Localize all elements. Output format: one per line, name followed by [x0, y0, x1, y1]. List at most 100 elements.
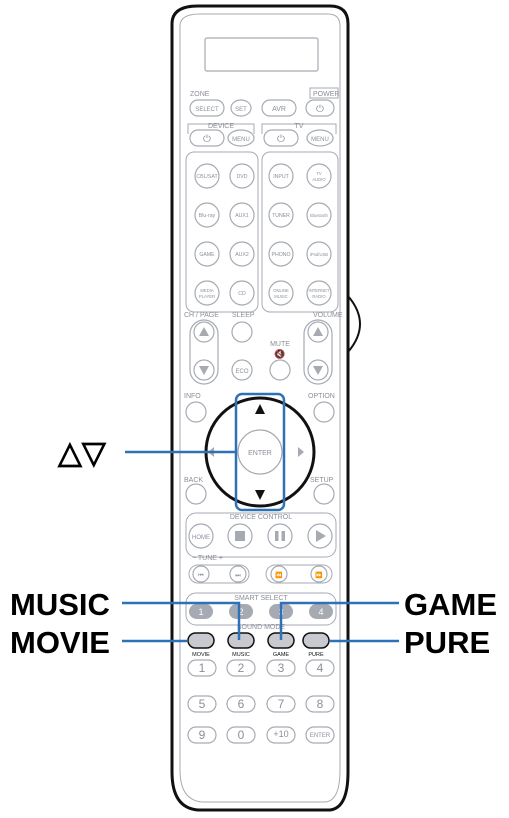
source-button-aux2[interactable] — [229, 241, 255, 267]
device-power-button[interactable] — [189, 129, 225, 147]
skip-back-button[interactable] — [192, 565, 210, 583]
smart-select-button-2[interactable] — [229, 604, 253, 619]
source-button-ipod-usb[interactable] — [306, 241, 332, 267]
source-button-game[interactable] — [194, 241, 220, 267]
source-button-label: iPod/USB — [310, 252, 328, 257]
zone-label: ZONE — [190, 91, 210, 98]
source-button-input[interactable] — [268, 163, 294, 189]
ch-page-down-button[interactable] — [193, 359, 215, 381]
source-button-label: MUSIC — [274, 294, 288, 299]
number-button-2[interactable] — [226, 659, 256, 677]
skip-forward-button[interactable] — [229, 565, 247, 583]
sound-mode-button-pure[interactable] — [302, 632, 330, 649]
number-button-label: 4 — [317, 661, 324, 675]
source-button-label: RADIO — [312, 294, 326, 299]
display-window — [204, 37, 319, 72]
volume-up-button[interactable] — [307, 321, 329, 343]
back-button[interactable] — [185, 483, 207, 505]
source-button-label: AUX2 — [235, 252, 249, 258]
option-label: OPTION — [308, 393, 335, 400]
smart-select-number: 1 — [198, 607, 203, 617]
sleep-label: SLEEP — [232, 312, 255, 319]
source-button-internet-radio[interactable] — [306, 280, 332, 306]
option-button[interactable] — [313, 401, 335, 423]
play-icon — [316, 530, 326, 542]
play-button[interactable] — [307, 523, 333, 549]
tv-power-icon: ⏻ — [277, 134, 285, 145]
number-button-4[interactable] — [305, 659, 335, 677]
smart-select-button-4[interactable] — [309, 604, 333, 619]
avr-power-button[interactable] — [305, 99, 335, 117]
number-button-0[interactable] — [226, 726, 256, 744]
ch-page-up-button[interactable] — [193, 321, 215, 343]
number-button-enter[interactable] — [305, 726, 335, 744]
music-callout-label: MUSIC — [10, 587, 110, 622]
stop-button[interactable] — [227, 523, 253, 549]
zone-set-button[interactable] — [230, 99, 252, 117]
sound-mode-label-music: MUSIC — [232, 652, 250, 658]
volume-down-button[interactable] — [307, 359, 329, 381]
power-label: POWER — [313, 91, 339, 98]
number-button-8[interactable] — [305, 695, 335, 713]
source-button-phono[interactable] — [268, 241, 294, 267]
source-button-online-music[interactable] — [268, 280, 294, 306]
source-button-cbl-sat[interactable] — [194, 163, 220, 189]
source-button-tv-audio[interactable] — [306, 163, 332, 189]
pause-icon-right — [281, 531, 285, 541]
mute-label: MUTE — [270, 341, 290, 348]
pause-button[interactable] — [267, 523, 293, 549]
tv-menu-button[interactable] — [306, 129, 334, 147]
smart-select-label: SMART SELECT — [234, 595, 288, 602]
smart-select-button-1[interactable] — [189, 604, 213, 619]
source-button-cd[interactable] — [229, 280, 255, 306]
source-button-aux1[interactable] — [229, 202, 255, 228]
number-button-label: 5 — [199, 697, 206, 711]
source-button-label: AUX1 — [235, 213, 249, 219]
number-button-7[interactable] — [266, 695, 296, 713]
ch-page-label: CH / PAGE — [184, 312, 219, 319]
search-rocker — [265, 564, 333, 584]
number-button-5[interactable] — [187, 695, 217, 713]
device-menu-button[interactable] — [227, 129, 255, 147]
fast-forward-button[interactable] — [310, 565, 328, 583]
enter-button[interactable] — [237, 429, 283, 475]
eco-button[interactable] — [231, 359, 253, 381]
mute-button[interactable] — [269, 359, 291, 381]
tv-power-button[interactable] — [263, 129, 299, 147]
number-button-9[interactable] — [187, 726, 217, 744]
number-button-label: 6 — [238, 697, 245, 711]
source-button-blu-ray[interactable] — [194, 202, 220, 228]
rewind-button[interactable] — [270, 565, 288, 583]
source-button-bluetooth[interactable] — [306, 202, 332, 228]
sleep-button[interactable] — [231, 321, 253, 343]
number-button-1[interactable] — [187, 659, 217, 677]
number-button-10[interactable] — [266, 726, 296, 744]
source-button-tuner[interactable] — [268, 202, 294, 228]
sound-mode-button-music[interactable] — [227, 632, 255, 649]
setup-button[interactable] — [313, 483, 335, 505]
source-button-label: Bluetooth — [310, 213, 328, 218]
info-button[interactable] — [185, 401, 207, 423]
source-group-left — [185, 151, 259, 313]
dpad-up-icon[interactable] — [255, 404, 265, 414]
device-control-group — [185, 512, 337, 558]
power-label-box — [309, 87, 339, 99]
tune-label: − TUNE + — [192, 555, 223, 562]
avr-button[interactable] — [261, 99, 297, 117]
zone-select-label: SELECT — [195, 107, 219, 113]
sound-mode-button-movie[interactable] — [187, 632, 215, 649]
number-button-label: 8 — [317, 697, 324, 711]
home-button[interactable] — [188, 523, 214, 549]
number-button-3[interactable] — [266, 659, 296, 677]
music-callout-line — [122, 601, 241, 640]
number-button-6[interactable] — [226, 695, 256, 713]
tune-rocker — [188, 564, 250, 584]
dpad-down-icon[interactable] — [255, 490, 265, 500]
zone-set-label: SET — [235, 107, 247, 113]
zone-select-button[interactable] — [189, 99, 225, 117]
source-button-dvd[interactable] — [229, 163, 255, 189]
source-button-media-player[interactable] — [194, 280, 220, 306]
